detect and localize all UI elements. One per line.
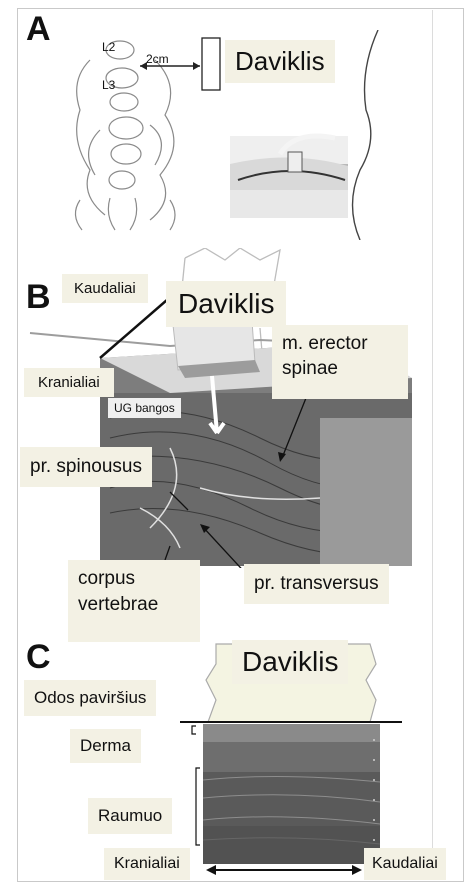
frame-divider — [432, 10, 433, 878]
ug-bangos-label: UG bangos — [108, 398, 181, 418]
erector-spinae-line1: m. erector — [282, 331, 398, 356]
panel-a-probe-label: Daviklis — [225, 40, 335, 83]
panel-c-kranialiai-label: Kranialiai — [104, 848, 190, 880]
erector-spinae-line2: spinae — [282, 356, 398, 381]
derma-label: Derma — [70, 729, 141, 763]
erector-spinae-label: m. erector spinae — [272, 325, 408, 399]
spine-label-l2: L2 — [102, 40, 115, 54]
panel-b-kaudaliai-label: Kaudaliai — [62, 274, 148, 303]
skin-surface-label: Odos paviršius — [24, 680, 156, 716]
muscle-label: Raumuo — [88, 798, 172, 834]
panel-a-letter: A — [26, 10, 52, 49]
corpus-line2: vertebrae — [78, 592, 190, 618]
transversus-label: pr. transversus — [244, 564, 389, 604]
spine-label-l3: L3 — [102, 78, 115, 92]
panel-b-kranialiai-label: Kranialiai — [24, 368, 114, 397]
panel-c-probe-label: Daviklis — [232, 640, 348, 684]
spinousus-label: pr. spinousus — [20, 447, 152, 487]
distance-label: 2cm — [146, 52, 169, 66]
corpus-line1: corpus — [78, 566, 190, 592]
panel-b-probe-label: Daviklis — [166, 281, 286, 327]
panel-c-kaudaliai-label: Kaudaliai — [364, 848, 446, 880]
